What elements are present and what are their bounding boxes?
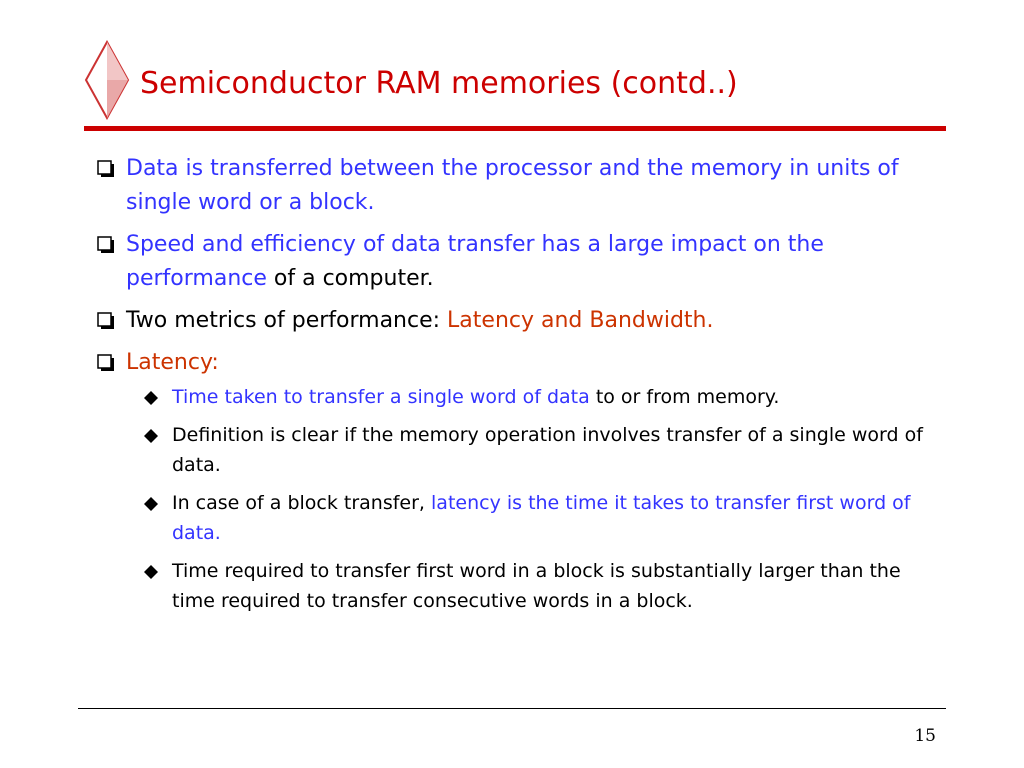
bullet-text: Latency and Bandwidth. [447, 308, 714, 333]
filled-diamond-icon [144, 429, 158, 443]
sub-bullet-item: Definition is clear if the memory operat… [144, 420, 936, 480]
footer-rule [78, 708, 946, 709]
bullet-text: Definition is clear if the memory operat… [172, 424, 923, 476]
bullet-text: Time required to transfer first word in … [172, 560, 901, 612]
bullet-text: Time taken to transfer a single word of … [172, 386, 590, 408]
sub-bullet-item: In case of a block transfer, latency is … [144, 488, 936, 548]
bullet-text: Two metrics of performance: [126, 308, 448, 333]
sub-bullet-item: Time required to transfer first word in … [144, 556, 936, 616]
bullet-list: Data is transferred between the processo… [96, 152, 936, 624]
filled-diamond-icon [144, 391, 158, 405]
title-underline [84, 126, 946, 131]
bullet-text: Data is transferred between the processo… [126, 156, 899, 215]
sub-bullet-group: Time taken to transfer a single word of … [96, 382, 936, 616]
sub-bullet-list: Time taken to transfer a single word of … [96, 382, 936, 616]
hollow-square-icon [97, 236, 114, 253]
bullet-text: latency is the time it takes to transfer… [172, 492, 911, 544]
slide-title: Semiconductor RAM memories (contd..) [140, 66, 738, 101]
bullet-text: Speed and efficiency of data transfer ha… [126, 232, 824, 291]
bullet-item: Latency: [96, 346, 936, 380]
sub-bullet-item: Time taken to transfer a single word of … [144, 382, 936, 412]
bullet-text: of a computer. [266, 266, 434, 291]
bullet-text: In case of a block transfer, [172, 492, 432, 514]
hollow-square-icon [97, 160, 114, 177]
hollow-square-icon [97, 312, 114, 329]
hollow-square-icon [97, 354, 114, 371]
bullet-item: Data is transferred between the processo… [96, 152, 936, 220]
bullet-item: Two metrics of performance: Latency and … [96, 304, 936, 338]
bullet-item: Speed and efficiency of data transfer ha… [96, 228, 936, 296]
diamond-icon [84, 40, 130, 120]
page-number: 15 [914, 726, 936, 746]
filled-diamond-icon [144, 565, 158, 579]
filled-diamond-icon [144, 497, 158, 511]
bullet-text: Latency: [126, 350, 219, 375]
bullet-text: to or from memory. [589, 386, 780, 408]
